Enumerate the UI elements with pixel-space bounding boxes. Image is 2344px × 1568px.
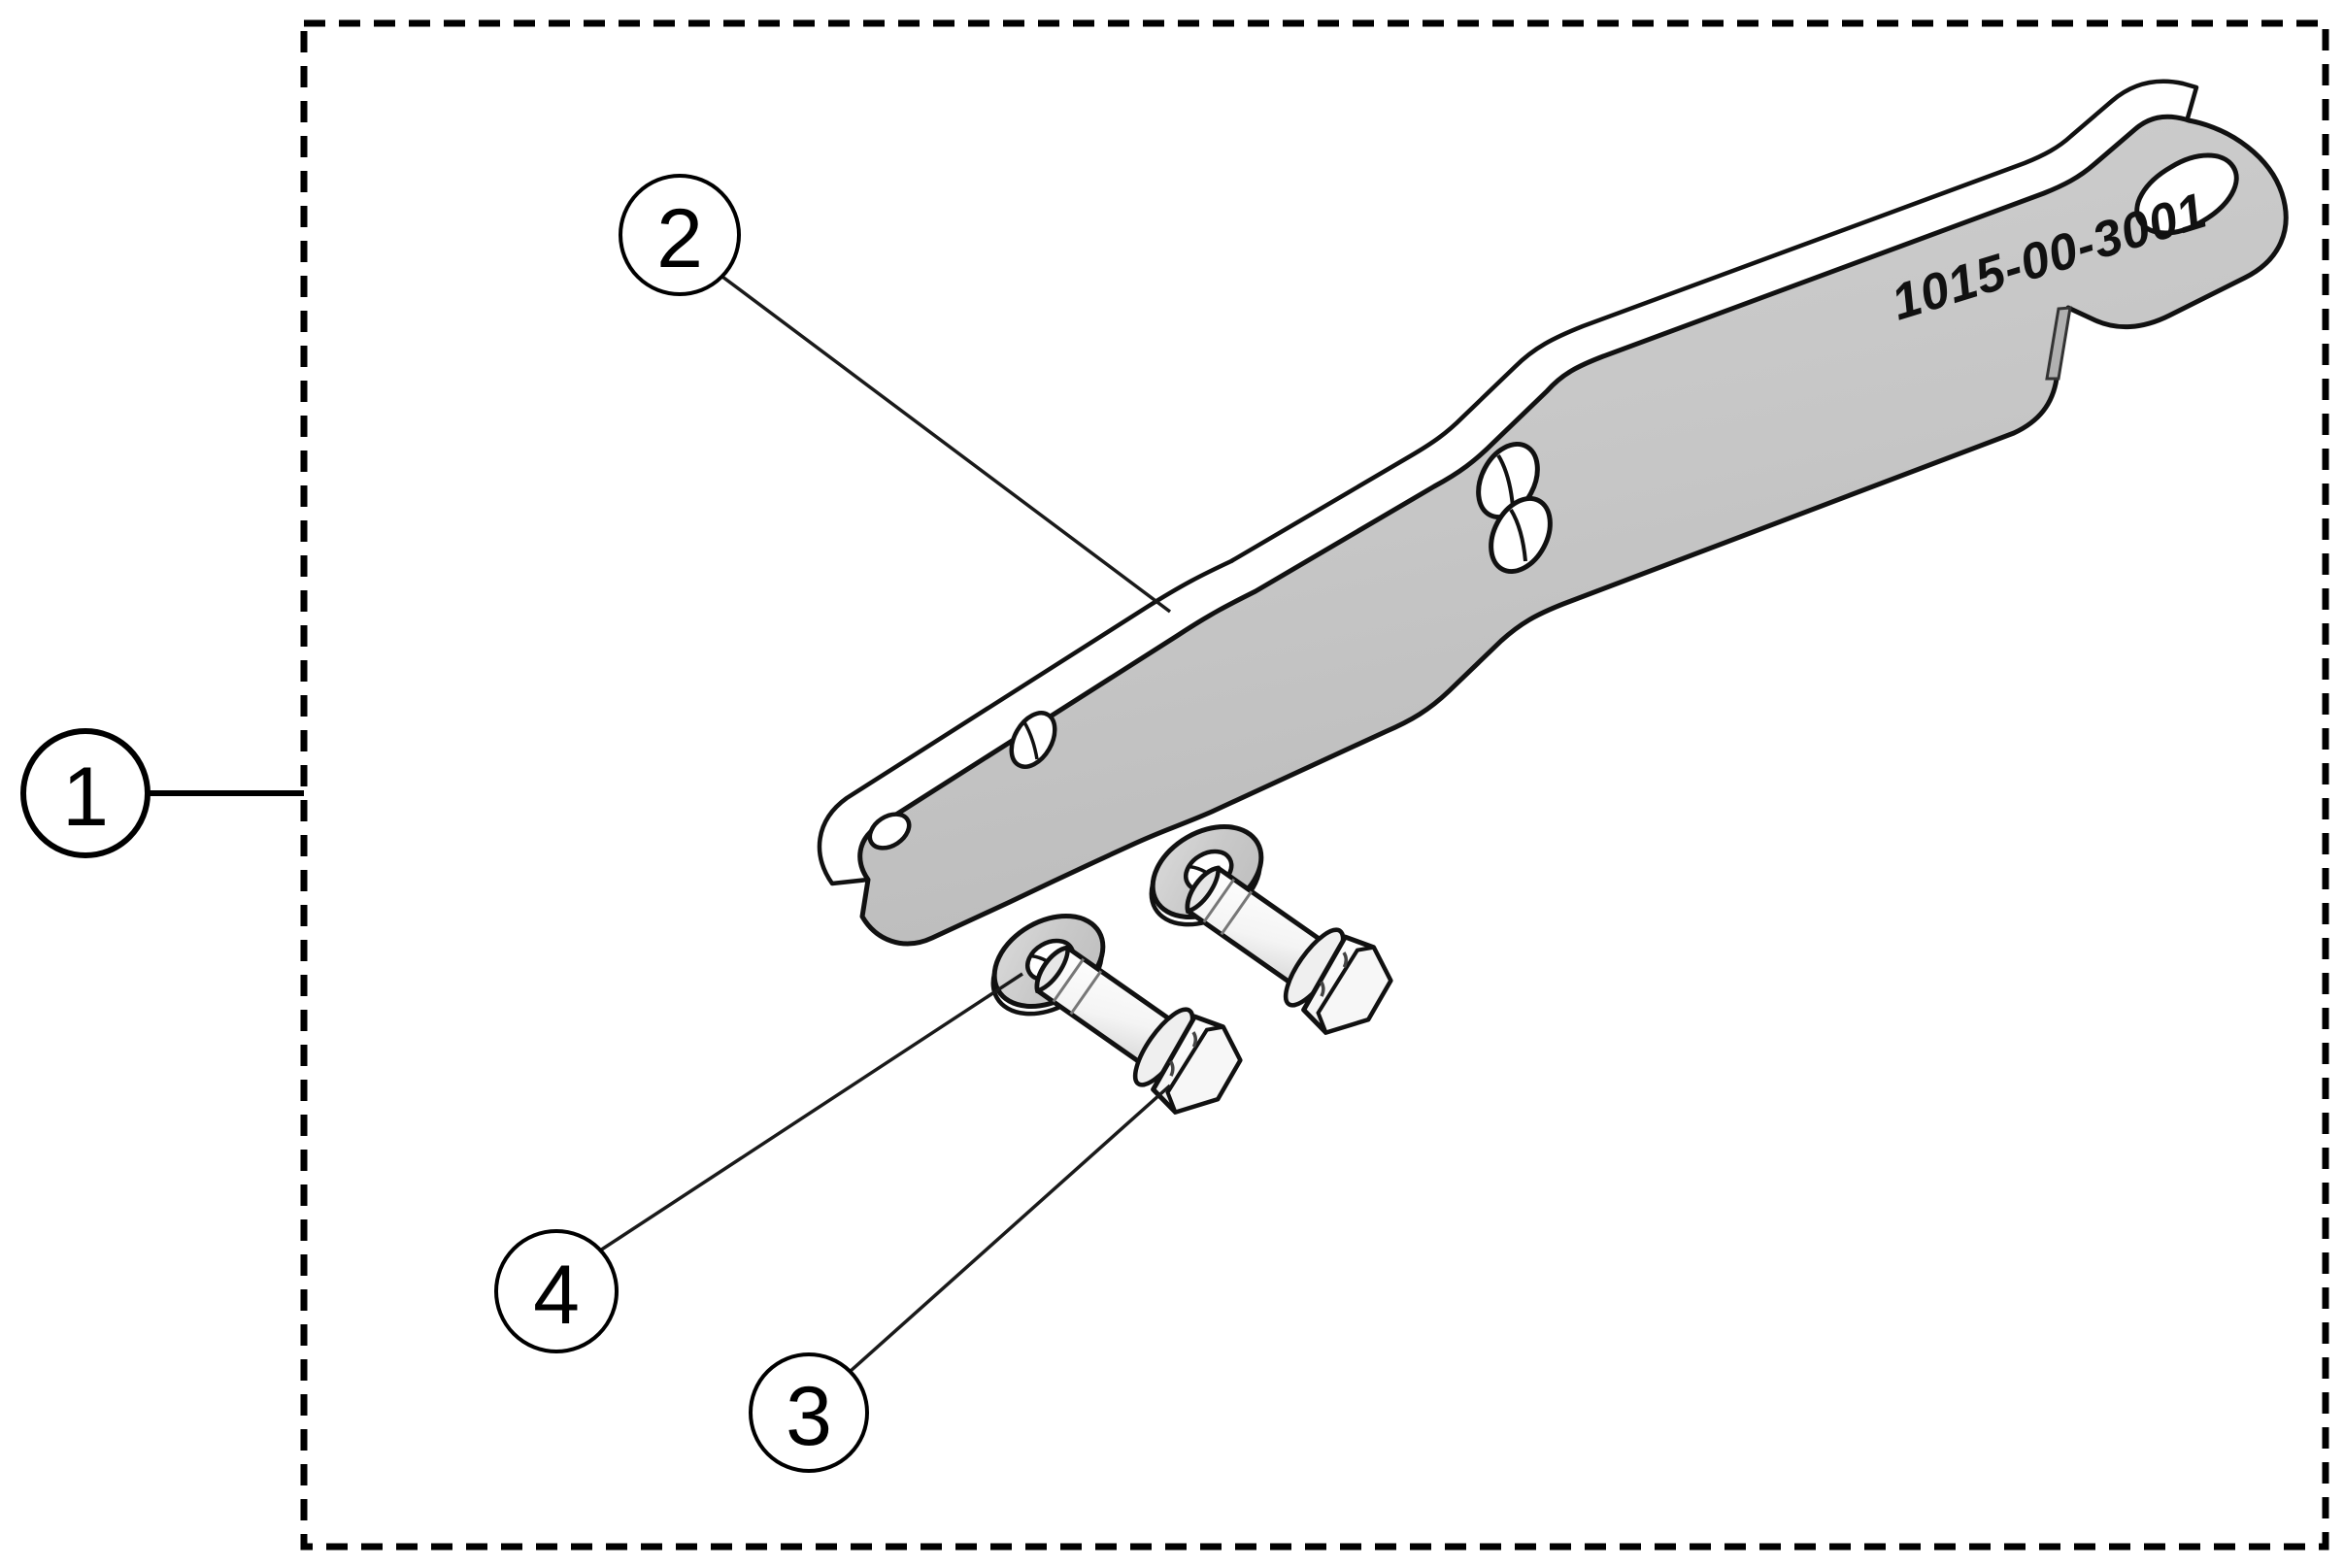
bracket-hole-2: [1009, 711, 1057, 769]
bolt-head-chamfer: [1319, 951, 1349, 997]
leader-line-2: [720, 275, 1172, 614]
callout-circle[interactable]: [749, 1352, 869, 1473]
bolt-hex-head-face: [1165, 1024, 1243, 1115]
bolt-shank-end: [1034, 945, 1070, 994]
bracket-hole-1: [867, 812, 912, 851]
bracket-slot-hole: [2134, 152, 2239, 236]
callout-circle[interactable]: [20, 728, 151, 858]
hex-bolt-upper: [1185, 865, 1393, 1035]
assembly-boundary-dashed-box: [300, 19, 2329, 1551]
callout-label: 3: [786, 1370, 832, 1463]
bolt-thread-lines: [1052, 957, 1103, 1016]
callout-circle[interactable]: [619, 174, 741, 296]
bolt-shank-end: [1185, 865, 1221, 915]
bracket-hole-4: [1489, 495, 1553, 575]
callout-label: 1: [62, 751, 109, 844]
hex-bolt-lower: [1034, 945, 1243, 1115]
callout-circle[interactable]: [494, 1229, 619, 1353]
bracket-body: [857, 114, 2289, 947]
callout-1[interactable]: 1: [20, 728, 151, 858]
bolt-head-chamfer: [1168, 1031, 1198, 1077]
bracket-mid-widening: [1499, 602, 1564, 643]
callout-label: 4: [533, 1249, 580, 1342]
bracket-arm: 1015-00-3001: [817, 79, 2289, 947]
leader-line-3: [849, 1084, 1172, 1373]
bolt-thread-lines: [1202, 878, 1254, 936]
leader-line-4: [599, 972, 1023, 1252]
callout-label: 2: [656, 192, 703, 285]
callout-3[interactable]: 3: [749, 1352, 869, 1473]
callout-2[interactable]: 2: [619, 174, 741, 296]
bolt-hex-head-face: [1316, 945, 1393, 1035]
callout-4[interactable]: 4: [494, 1229, 619, 1353]
bracket-step-shade: [2045, 306, 2072, 381]
